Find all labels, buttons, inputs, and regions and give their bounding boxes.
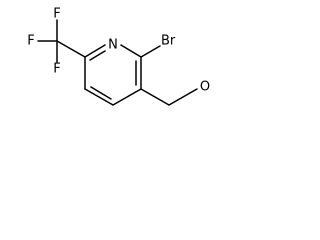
bond-c2-br xyxy=(140,45,161,58)
atom-label-oxygen: O xyxy=(200,80,210,95)
bond-cho-o xyxy=(168,88,198,106)
bond-c4-c5 xyxy=(84,88,114,106)
bond-n1-c2 xyxy=(120,44,142,58)
bond-c6-n1 xyxy=(84,44,106,58)
atom-label-fluorine-left: F xyxy=(27,34,34,49)
pyridine-ring xyxy=(84,44,142,106)
bond-c3-c4 xyxy=(112,88,142,106)
bond-c3-cho xyxy=(140,88,170,106)
bond-c6-cf3 xyxy=(56,40,86,58)
atom-label-fluorine-bottom: F xyxy=(53,62,60,77)
atom-label-fluorine-top: F xyxy=(53,7,60,22)
chemical-structure: N Br F F F O xyxy=(27,7,210,106)
double-bond-c6-n1-inner xyxy=(89,50,106,61)
double-bond-c4-c5-inner xyxy=(90,86,112,100)
atom-label-bromine: Br xyxy=(161,34,176,49)
atom-label-nitrogen: N xyxy=(108,38,118,53)
